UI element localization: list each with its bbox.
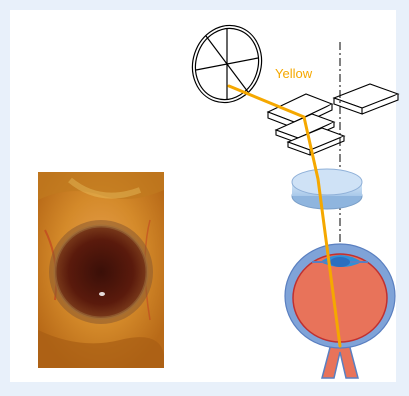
lens-icon <box>292 169 362 209</box>
mirror-prism-icon <box>268 84 398 155</box>
eye-diagram-icon <box>285 244 395 378</box>
retina-photo <box>38 172 164 368</box>
filter-label: Yellow <box>275 66 313 81</box>
